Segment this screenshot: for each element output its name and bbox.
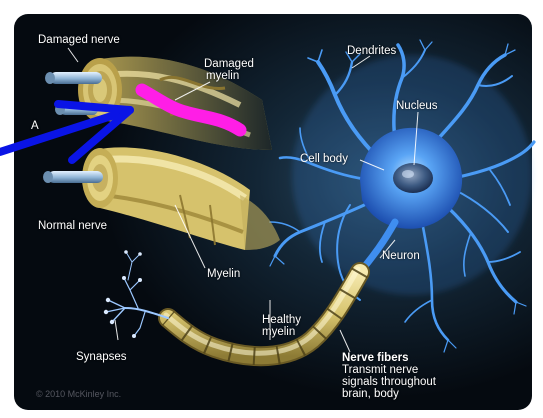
label-healthy-myelin-line2: myelin bbox=[262, 326, 295, 338]
copyright-text: © 2010 McKinley Inc. bbox=[36, 388, 121, 400]
label-nucleus: Nucleus bbox=[396, 100, 438, 112]
label-nerve-fibers-title: Nerve fibers bbox=[342, 352, 408, 364]
label-nerve-fibers-desc-2: signals throughout bbox=[342, 376, 436, 388]
label-normal-nerve: Normal nerve bbox=[38, 220, 107, 232]
label-damaged-myelin-line2: myelin bbox=[206, 70, 239, 82]
nucleus-shape bbox=[393, 163, 433, 193]
label-nerve-fibers-desc-1: Transmit nerve bbox=[342, 364, 418, 376]
label-damaged-myelin-line1: Damaged bbox=[204, 58, 254, 70]
label-myelin: Myelin bbox=[207, 268, 240, 280]
label-neuron: Neuron bbox=[382, 250, 420, 262]
label-damaged-nerve: Damaged nerve bbox=[38, 34, 120, 46]
label-cell-body: Cell body bbox=[300, 153, 348, 165]
label-partial-left: A bbox=[31, 120, 39, 132]
label-dendrites: Dendrites bbox=[347, 45, 396, 57]
label-synapses: Synapses bbox=[76, 351, 127, 363]
label-nerve-fibers-desc-3: brain, body bbox=[342, 388, 399, 400]
label-healthy-myelin-line1: Healthy bbox=[262, 314, 301, 326]
